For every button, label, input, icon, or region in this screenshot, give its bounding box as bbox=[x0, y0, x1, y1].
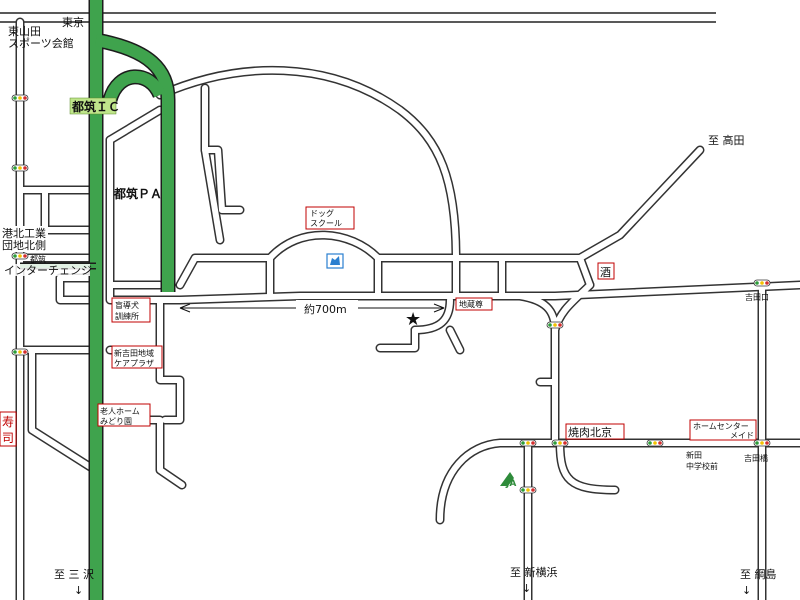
label-ic-ent: 都筑 bbox=[30, 254, 46, 264]
arrow-down-icon: ↓ bbox=[522, 582, 531, 595]
label-yakiniku: 焼肉北京 bbox=[568, 425, 612, 439]
care-plaza-label: 新吉田地域 ケアプラザ bbox=[111, 345, 163, 369]
label-home-center-2: メイド bbox=[730, 431, 754, 440]
label-kohoku-1: 港北工業 bbox=[2, 227, 46, 240]
label-nursing-1: 老人ホーム bbox=[100, 406, 140, 416]
traffic-light-icon bbox=[546, 321, 564, 329]
label-to-shinyokohama: 至 新横浜 bbox=[510, 565, 558, 579]
distance-label: 約700m bbox=[304, 302, 347, 316]
jizo-label: 地蔵尊 bbox=[455, 297, 493, 311]
label-to-tsunashima: 至 綱島 bbox=[740, 567, 777, 581]
label-jizo: 地蔵尊 bbox=[459, 299, 483, 309]
label-yoshidabashi: 吉田橋 bbox=[744, 453, 768, 463]
label-shinden-1: 新田 bbox=[686, 450, 702, 460]
traffic-light-icon bbox=[551, 439, 569, 447]
yakiniku-label: 焼肉北京 bbox=[565, 423, 625, 440]
label-home-center-1: ホームセンター bbox=[693, 422, 749, 431]
label-sake: 酒 bbox=[600, 266, 611, 279]
traffic-light-icon bbox=[11, 164, 29, 172]
label-sports-hall: スポーツ会館 bbox=[8, 36, 74, 50]
dog-school-label: ドッグ スクール bbox=[305, 206, 355, 230]
label-higashiyamada: 東山田 bbox=[8, 25, 41, 38]
label-tokyo: 東京 bbox=[62, 15, 84, 29]
label-kotobuki-2: 司 bbox=[2, 431, 14, 445]
label-dog-school-2: スクール bbox=[310, 219, 342, 228]
label-ja: JA bbox=[505, 479, 516, 489]
label-kohoku-2: 団地北側 bbox=[2, 239, 46, 252]
label-interchange: インターチェンジ bbox=[4, 264, 92, 277]
label-dog-school-1: ドッグ bbox=[310, 208, 334, 218]
label-to-misawa: 至 三 沢 bbox=[54, 567, 94, 581]
traffic-light-icon bbox=[753, 439, 771, 447]
distance-arrow: 約700m bbox=[179, 300, 445, 316]
interchange-label: 都筑 インターチェンジ bbox=[4, 254, 92, 277]
kotobuki-label: 寿 司 bbox=[0, 411, 17, 447]
label-shinden-2: 中学校前 bbox=[686, 461, 718, 471]
dog-school-icon bbox=[326, 253, 344, 269]
label-yoshidaguchi: 吉田口 bbox=[745, 293, 769, 302]
label-tsuzuki-pa: 都筑ＰＡ bbox=[113, 186, 162, 201]
traffic-lights bbox=[11, 94, 771, 494]
ja-logo-icon: JA bbox=[500, 472, 516, 489]
traffic-light-icon bbox=[646, 439, 664, 447]
label-to-takada: 至 高田 bbox=[708, 133, 745, 147]
traffic-light-icon bbox=[519, 439, 537, 447]
label-kotobuki-1: 寿 bbox=[2, 415, 14, 429]
traffic-light-icon bbox=[11, 94, 29, 102]
label-nursing-2: みどり園 bbox=[100, 417, 132, 426]
sake-label: 酒 bbox=[597, 262, 615, 280]
label-guide-dog-2: 訓練所 bbox=[115, 311, 139, 321]
label-care-1: 新吉田地域 bbox=[114, 348, 154, 358]
traffic-light-icon bbox=[753, 279, 771, 287]
label-tsuzuki-ic: 都筑ＩＣ bbox=[71, 99, 120, 114]
nursing-home-label: 老人ホーム みどり園 bbox=[97, 403, 151, 427]
guide-dog-label: 盲導犬 訓練所 bbox=[111, 297, 151, 323]
traffic-light-icon bbox=[519, 486, 537, 494]
arrow-down-icon: ↓ bbox=[742, 584, 751, 597]
star-icon: ★ bbox=[405, 309, 421, 330]
home-center-label: ホームセンター メイド bbox=[689, 419, 757, 441]
kohoku-label: 港北工業 団地北側 bbox=[0, 226, 48, 252]
label-care-2: ケアプラザ bbox=[114, 359, 154, 368]
local-roads-fill bbox=[17, 19, 800, 600]
ic-label: 都筑ＩＣ bbox=[69, 97, 120, 115]
top-boundary bbox=[0, 12, 716, 23]
label-guide-dog-1: 盲導犬 bbox=[115, 300, 139, 310]
traffic-light-icon bbox=[11, 348, 29, 356]
traffic-light-icon bbox=[11, 252, 29, 260]
arrow-down-icon: ↓ bbox=[74, 584, 83, 597]
